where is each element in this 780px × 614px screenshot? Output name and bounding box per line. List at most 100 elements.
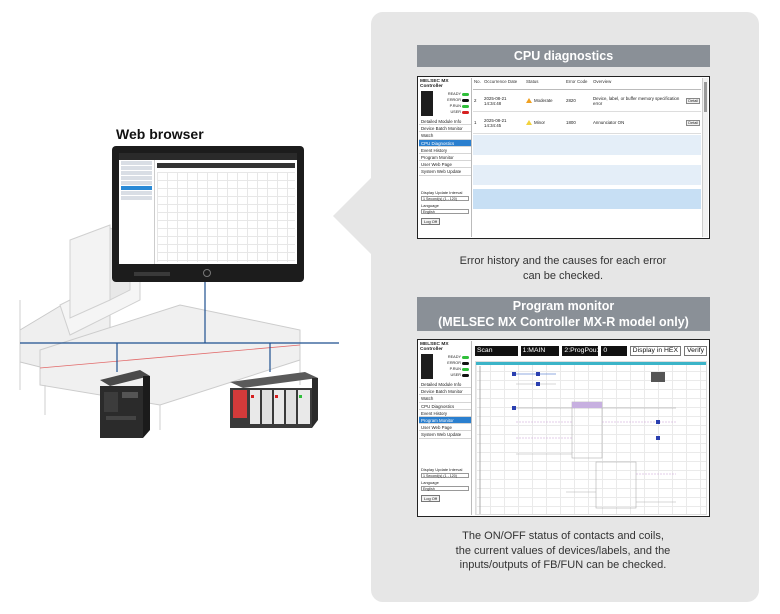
led-error: ERROR [447,361,469,365]
error-history-table: No. Occurrence Date Status Error Code Ov… [473,78,701,134]
pm-sidebar: MELSEC MX Controller READY ERROR P.RUN U… [419,341,472,515]
title-line: (MELSEC MX Controller MX-R model only) [438,315,689,329]
pou-select[interactable]: 2:ProgPou1 [562,346,601,356]
verify-button[interactable]: Verify [684,346,707,356]
update-interval-label: Display Update Interval [421,466,463,472]
nav-system-web-update[interactable]: System Web Update [419,168,471,176]
nav-device-batch-monitor[interactable]: Device Batch Monitor [419,388,471,396]
column-overview: Overview [593,79,612,84]
nav-watch[interactable]: Watch [419,395,471,403]
row-overview: Device, label, or buffer memory specific… [593,95,700,106]
language-label: Language [421,202,439,208]
table-row[interactable]: 1 2025-08-21 14:34:45 Minor 1800 Annunci… [473,112,701,134]
language-select[interactable]: English [421,485,469,491]
caption-line: The ON/OFF status of contacts and coils, [462,530,664,542]
caption-line: inputs/outputs of FB/FUN can be checked. [459,559,667,571]
controller-title: MELSEC MX Controller [420,342,449,352]
warning-icon [526,98,532,104]
language-label: Language [421,479,439,485]
step-field[interactable]: 0 [601,346,627,356]
cpu-diagnostics-caption: Error history and the causes for each er… [420,254,706,283]
led-prun: P.RUN [450,367,469,371]
program-monitor-screenshot: MELSEC MX Controller READY ERROR P.RUN U… [417,339,710,517]
caption-line: Error history and the causes for each er… [459,255,667,267]
column-no: No. [474,79,481,84]
warning-icon [526,120,532,126]
column-error-code: Error Code [566,79,588,84]
led-panel: READY ERROR P.RUN USER [419,353,471,381]
nav-device-batch-monitor[interactable]: Device Batch Monitor [419,125,471,133]
language-select[interactable]: English [421,208,469,214]
monitor-screen [119,153,297,264]
column-occurrence-date: Occurrence Date [484,79,518,84]
row-error-code: 2820 [566,98,576,103]
table-empty-row [473,135,701,155]
nav-detailed-module-info[interactable]: Detailed Module Info [419,118,471,126]
nav-cpu-diagnostics[interactable]: CPU Diagnostics [419,139,471,147]
led-prun: P.RUN [450,104,469,108]
row-status: Minor [525,119,565,126]
left-scene: Web browser [0,0,372,614]
ladder-tab-bar [476,362,706,365]
caption-line: the current values of devices/labels, an… [455,544,671,557]
table-selected-row [473,189,701,209]
led-ready: READY [448,92,469,96]
monitor-power-button [203,269,211,277]
callout-pointer [333,176,373,256]
caption-line: can be checked. [522,269,604,282]
led-error: ERROR [447,98,469,102]
led-ready: READY [448,355,469,359]
nav-event-history[interactable]: Event History [419,147,471,154]
log-off-button[interactable]: Log Off [421,217,441,225]
update-interval-field[interactable]: 1 Second(s) (1 - 120) [421,195,469,201]
detail-button[interactable]: Detail [686,119,700,126]
column-status: Status [526,79,539,84]
nav-user-web-page[interactable]: User Web Page [419,424,471,432]
ladder-canvas[interactable] [475,361,707,515]
nav-event-history[interactable]: Event History [419,410,471,417]
led-user: USER [450,110,469,114]
monitor-screen-main [157,163,295,262]
cpu-diagnostics-screenshot: MELSEC MX Controller READY ERROR P.RUN U… [417,76,710,239]
scan-field[interactable]: Scan [475,346,518,356]
nav-program-monitor[interactable]: Program Monitor [419,416,471,425]
nav-watch[interactable]: Watch [419,132,471,140]
monitor-screen-sidebar [119,160,155,264]
monitor [112,146,304,282]
row-error-code: 1800 [566,120,576,125]
controller-image [421,354,433,379]
led-panel: READY ERROR P.RUN USER [419,90,471,118]
cpu-diagnostics-title: CPU diagnostics [417,45,710,67]
detail-button[interactable]: Detail [686,97,700,104]
row-date: 2025-08-21 14:34:45 [484,117,507,128]
nav-user-web-page[interactable]: User Web Page [419,161,471,169]
table-scrollbar[interactable] [702,78,708,237]
cpu-sidebar: MELSEC MX Controller READY ERROR P.RUN U… [419,78,472,237]
table-header: No. Occurrence Date Status Error Code Ov… [473,78,701,90]
row-date: 2025-08-21 14:34:48 [484,95,507,106]
log-off-button[interactable]: Log Off [421,494,441,502]
update-interval-field[interactable]: 1 Second(s) (1 - 120) [421,472,469,478]
row-no: 1 [474,120,477,125]
monitor-screen-header [119,153,297,160]
program-monitor-caption: The ON/OFF status of contacts and coils,… [420,529,706,573]
controller-title: MELSEC MX Controller [420,79,449,89]
monitor-speaker [134,272,170,276]
row-no: 2 [474,98,477,103]
title-line: Program monitor [512,299,615,313]
table-row[interactable]: 2 2025-08-21 14:34:48 Moderate 2820 Devi… [473,90,701,112]
controller-image [421,91,433,116]
nav-system-web-update[interactable]: System Web Update [419,431,471,439]
nav-detailed-module-info[interactable]: Detailed Module Info [419,381,471,389]
ladder-diagram [479,366,676,514]
program-monitor-title: Program monitor (MELSEC MX Controller MX… [417,297,710,331]
led-user: USER [450,373,469,377]
program-toolbar: Scan 1:MAIN 2:ProgPou1 0 Display in HEX … [475,346,707,356]
program-select[interactable]: 1:MAIN [520,346,560,356]
nav-cpu-diagnostics[interactable]: CPU Diagnostics [419,403,471,410]
update-interval-label: Display Update Interval [421,189,463,195]
web-browser-label: Web browser [116,126,204,142]
nav-program-monitor[interactable]: Program Monitor [419,154,471,162]
display-in-hex-button[interactable]: Display in HEX [629,346,681,356]
